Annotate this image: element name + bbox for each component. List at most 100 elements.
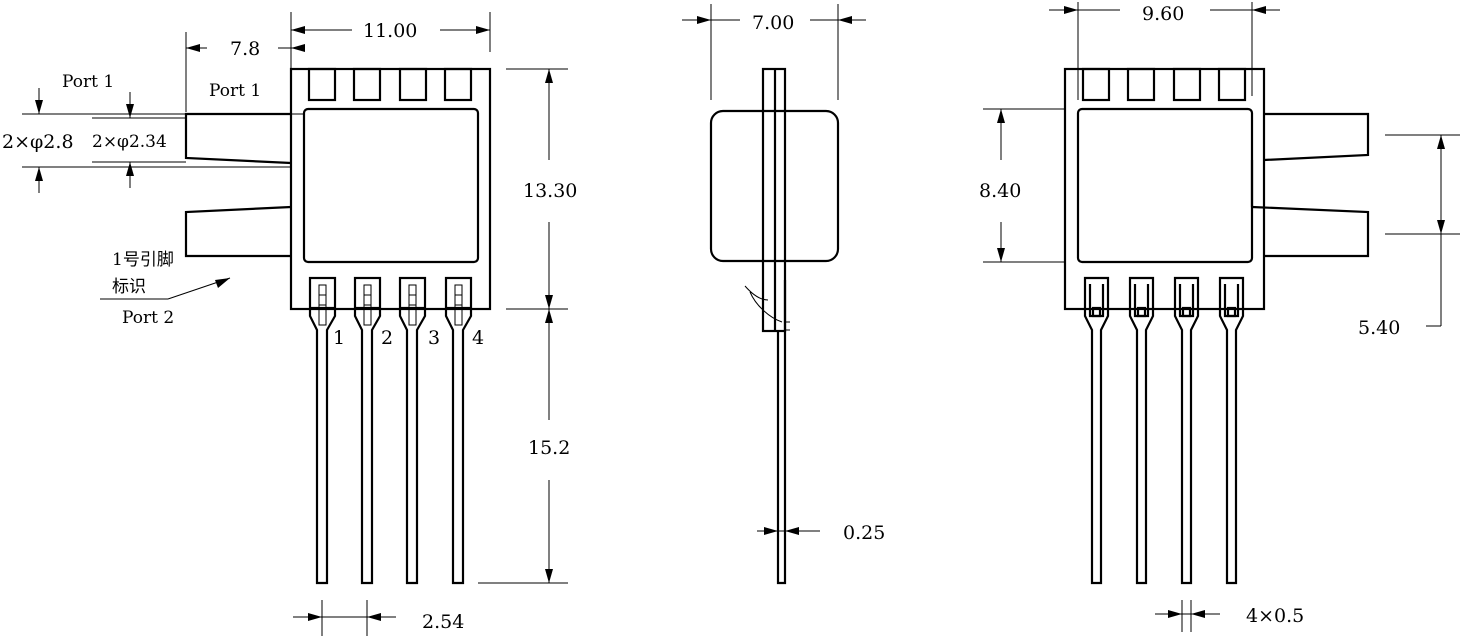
dim-inner-dia-arrow-bottom xyxy=(126,162,134,176)
back-lead-2 xyxy=(1128,276,1155,585)
back-leads xyxy=(1083,276,1245,585)
dim-outer-dia-arrow-bottom xyxy=(35,167,43,181)
dim-pitch-arrow-right xyxy=(367,613,381,621)
pin-number-1: 1 xyxy=(333,327,345,349)
lead-2 xyxy=(353,276,382,585)
back-top-tab-4 xyxy=(1217,67,1247,102)
dim-back-width: 9.60 xyxy=(1049,2,1280,100)
front-view: 1 2 3 4 11.00 7.8 xyxy=(2,12,577,636)
dim-lead-length-arrow-top xyxy=(545,309,553,323)
lead-4 xyxy=(444,276,473,585)
dim-side-thickness-label: 0.25 xyxy=(843,522,885,544)
dim-pitch-arrow-left xyxy=(308,613,322,621)
back-top-tab-2 xyxy=(1126,67,1156,102)
pin1-mark-label-line2: 标识 xyxy=(112,277,146,297)
dim-front-height: 13.30 xyxy=(506,68,577,310)
dim-thickness-arrow-left xyxy=(764,527,778,535)
back-lead-4 xyxy=(1218,276,1245,585)
side-lead-bend xyxy=(744,285,783,323)
dim-lead-width-arrow-left xyxy=(1168,610,1182,618)
dim-front-offset-arrow-right xyxy=(291,44,305,52)
front-port-2-tube xyxy=(184,205,292,258)
front-top-tab-4 xyxy=(443,67,473,102)
side-lead xyxy=(776,280,787,585)
back-port-2-tube xyxy=(1251,205,1370,258)
dim-side-width-arrow-left xyxy=(697,16,711,24)
back-lead-1 xyxy=(1083,276,1110,585)
dim-inner-dia-arrow-top xyxy=(126,104,134,118)
dim-back-lead-width: 4×0.5 xyxy=(1155,600,1304,632)
dim-front-lead-length: 15.2 xyxy=(478,309,570,584)
dim-side-thickness: 0.25 xyxy=(757,522,885,544)
dim-front-lead-length-label: 15.2 xyxy=(528,437,570,459)
dim-lead-width-arrow-right xyxy=(1191,610,1205,618)
front-inner-window xyxy=(302,107,480,264)
dim-outer-diameter-label: 2×φ2.8 xyxy=(2,131,74,153)
lead-4-slot xyxy=(444,276,473,310)
dim-back-lead-width-label: 4×0.5 xyxy=(1246,605,1304,627)
lead-1-pin xyxy=(308,308,337,585)
dim-front-offset: 7.8 xyxy=(185,32,305,112)
back-lead-1-pad xyxy=(1091,306,1102,318)
back-body-outline xyxy=(1063,67,1266,311)
lead-1-slot xyxy=(308,276,337,310)
dim-back-width-label: 9.60 xyxy=(1142,3,1184,25)
dim-front-pitch: 2.54 xyxy=(293,600,464,636)
dim-front-offset-label: 7.8 xyxy=(230,38,260,60)
port-1-outer-label: Port 1 xyxy=(62,72,114,92)
dim-front-height-label: 13.30 xyxy=(523,180,577,202)
dim-front-width: 11.00 xyxy=(290,12,491,68)
back-inner-window xyxy=(1076,107,1254,264)
dim-side-width: 7.00 xyxy=(682,4,866,100)
dim-front-offset-arrow-left xyxy=(186,44,200,52)
dim-side-width-label: 7.00 xyxy=(752,12,794,34)
dim-back-body-height: 8.40 xyxy=(979,108,1065,263)
lead-1 xyxy=(308,276,337,585)
dim-back-height-arrow-top xyxy=(997,109,1005,123)
port-1-inner-label: Port 1 xyxy=(209,81,261,101)
back-view: 9.60 8.40 5.40 xyxy=(979,2,1460,632)
front-port-1-tube xyxy=(184,112,292,165)
dim-side-width-arrow-right xyxy=(838,16,852,24)
lead-2-slot xyxy=(353,276,382,310)
lead-3-pin xyxy=(398,308,427,585)
dim-port-spacing-arrow-top xyxy=(1437,135,1445,149)
back-lead-2-pad xyxy=(1136,306,1147,318)
lead-3 xyxy=(398,276,427,585)
dim-port-spacing-arrow-bottom xyxy=(1437,220,1445,234)
dim-back-port-spacing: 5.40 xyxy=(1358,134,1460,339)
lead-4-pin xyxy=(444,308,473,585)
dim-front-height-arrow-top xyxy=(545,69,553,83)
pin-number-4: 4 xyxy=(472,327,484,349)
dim-back-body-height-label: 8.40 xyxy=(979,180,1021,202)
back-lead-2-outline xyxy=(1128,276,1155,585)
front-top-tab-1 xyxy=(307,67,337,102)
side-view: 7.00 0.25 xyxy=(682,4,885,585)
dim-port-diameters: 2×φ2.8 2×φ2.34 xyxy=(2,88,291,193)
dim-back-width-arrow-left xyxy=(1064,6,1078,14)
back-port-1-tube xyxy=(1263,112,1370,162)
back-lead-3-outline xyxy=(1173,276,1200,585)
front-leads xyxy=(308,276,473,585)
back-lead-4-pad xyxy=(1226,306,1237,318)
dim-back-height-arrow-bottom xyxy=(997,248,1005,262)
back-lead-3-pad xyxy=(1181,306,1192,318)
dim-front-pitch-label: 2.54 xyxy=(422,611,464,633)
pin1-mark-arrowhead xyxy=(215,278,230,288)
pin-number-2: 2 xyxy=(381,327,393,349)
dim-front-width-arrow-left xyxy=(291,26,305,34)
front-top-tab-2 xyxy=(352,67,382,102)
lead-2-pin xyxy=(353,308,382,585)
dim-lead-length-arrow-bottom xyxy=(545,569,553,583)
dim-back-width-arrow-right xyxy=(1252,6,1266,14)
front-top-tab-3 xyxy=(398,67,428,102)
dim-outer-dia-arrow-top xyxy=(35,100,43,114)
lead-3-slot xyxy=(398,276,427,310)
dim-front-height-arrow-bottom xyxy=(545,295,553,309)
dim-thickness-arrow-right xyxy=(785,527,799,535)
pin1-mark-label-line1: 1号引脚 xyxy=(112,250,174,270)
dim-inner-diameter-label: 2×φ2.34 xyxy=(92,132,167,152)
dim-front-width-label: 11.00 xyxy=(363,20,417,42)
pin-number-3: 3 xyxy=(428,327,440,349)
